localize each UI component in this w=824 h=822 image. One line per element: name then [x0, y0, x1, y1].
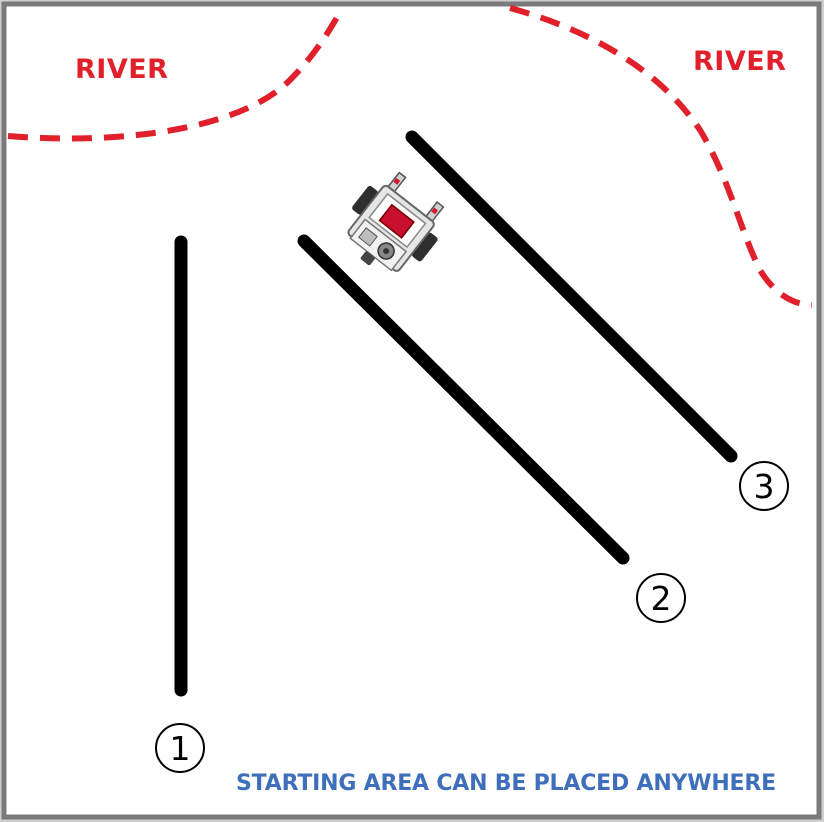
marker-1: 1 — [155, 723, 205, 773]
starting-area-note: STARTING AREA CAN BE PLACED ANYWHERE — [236, 771, 776, 796]
river-label-left: RIVER — [75, 54, 169, 85]
river-boundary-right — [509, 5, 813, 308]
line-2 — [297, 234, 630, 565]
marker-2: 2 — [636, 573, 686, 623]
line-3 — [405, 130, 738, 463]
river-boundary-left — [7, 10, 343, 142]
marker-3: 3 — [739, 461, 789, 511]
robot-icon — [347, 171, 445, 272]
river-label-right: RIVER — [693, 46, 787, 77]
